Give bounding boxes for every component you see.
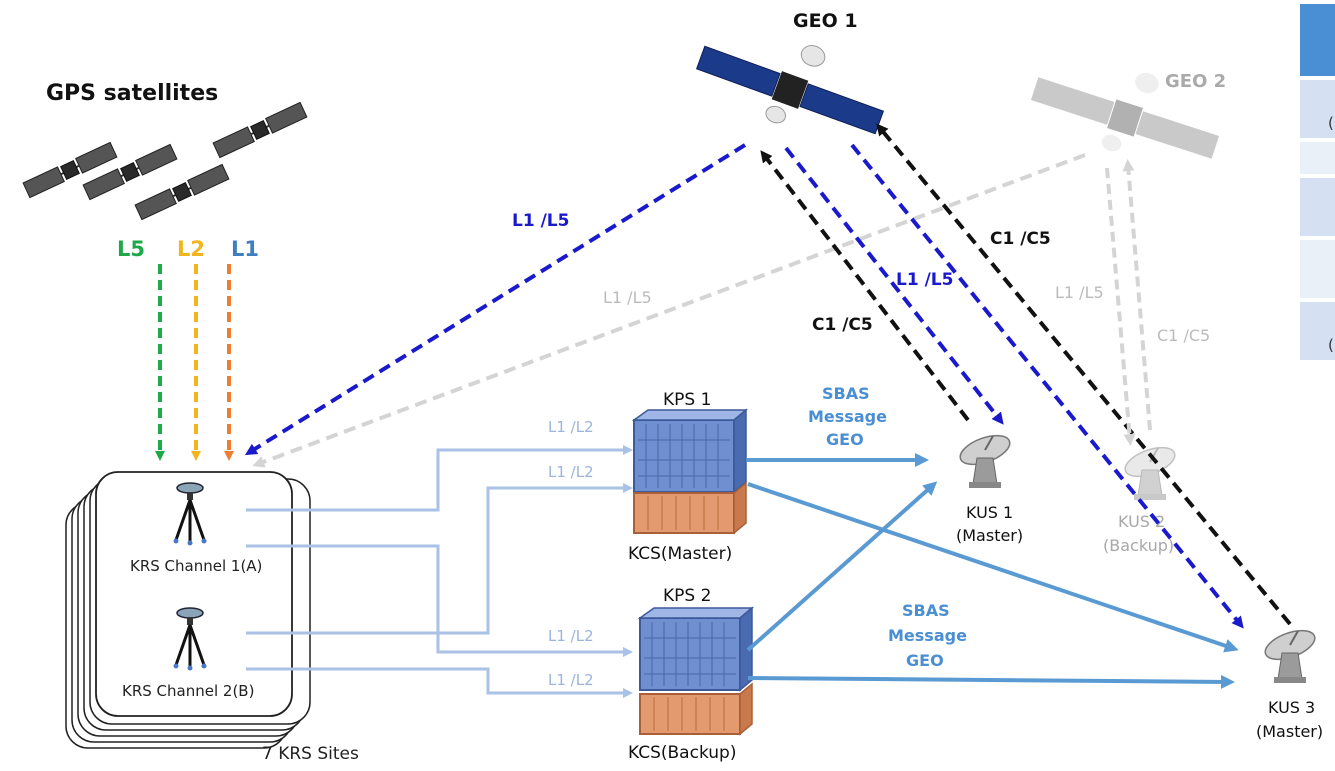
l1l5-label-kus1: L1 /L5 — [896, 270, 953, 290]
kus3-uplink-to-geo1 — [876, 123, 1292, 626]
sbas-message-1-line3: GEO — [826, 430, 864, 449]
l1l2-label: L1 /L2 — [548, 463, 594, 481]
sbas-message-1-line1: SBAS — [822, 384, 870, 403]
c1c5-label-kus1: C1 /C5 — [812, 315, 873, 335]
kps2-server-icon — [639, 607, 753, 691]
kus1-role: (Master) — [956, 526, 1023, 545]
krs-sites-label: 7 KRS Sites — [262, 744, 359, 764]
geo2-l1l5-label: L1 /L5 — [603, 288, 652, 307]
kus1-dish-icon — [955, 428, 1015, 489]
l1l2-label: L1 /L2 — [548, 418, 594, 436]
krs-channel-a-label: KRS Channel 1(A) — [130, 557, 262, 575]
geo2-to-krs-link — [252, 153, 1086, 468]
geo2-c1c5-label: C1 /C5 — [1157, 326, 1210, 345]
geo2-l1l5-kus2-label: L1 /L5 — [1055, 283, 1104, 302]
krs-feed-line — [246, 667, 633, 698]
kus3-name: KUS 3 — [1268, 698, 1315, 717]
band-l5-label: L5 — [117, 237, 145, 261]
kcs-backup-label: KCS(Backup) — [628, 743, 736, 763]
c1c5-label-kus3: C1 /C5 — [990, 229, 1051, 249]
geo1-downlink-to-kus1 — [784, 146, 1004, 425]
gps-satellites-title: GPS satellites — [46, 81, 218, 106]
geo2-downlink-to-kus2 — [1105, 167, 1136, 446]
geo2-satellite-icon — [1030, 72, 1220, 159]
krs-feed-line — [246, 445, 633, 512]
panel-cut-char: ( — [1328, 336, 1334, 354]
gps-satellite-icon — [134, 163, 230, 221]
krs-feed-line — [246, 483, 633, 635]
band-l1-label: L1 — [231, 237, 259, 261]
sbas-message-2-line1: SBAS — [902, 601, 950, 620]
kps1-to-kus3-arrow — [747, 482, 1239, 653]
sbas-message-2-line3: GEO — [906, 651, 944, 670]
l1l2-label: L1 /L2 — [548, 671, 594, 689]
side-panel: ( ( — [1300, 4, 1335, 360]
kps2-label: KPS 2 — [663, 586, 711, 606]
geo1-l1l5-label: L1 /L5 — [512, 211, 569, 231]
gps-satellite-icon — [212, 101, 308, 159]
kus2-uplink-to-geo2 — [1122, 159, 1152, 431]
geo1-label: GEO 1 — [793, 10, 858, 32]
kcs-backup-server-icon — [639, 683, 753, 735]
kps2-to-kus1-arrow — [746, 481, 938, 652]
kps1-label: KPS 1 — [663, 390, 711, 410]
kus3-dish-icon — [1260, 623, 1320, 684]
geo1-to-krs-link — [244, 143, 747, 456]
sbas-message-1-line2: Message — [808, 407, 887, 426]
kus2-role: (Backup) — [1103, 536, 1174, 555]
band-l2-label: L2 — [177, 237, 205, 261]
panel-cut-char: ( — [1328, 114, 1334, 132]
krs-channel-b-label: KRS Channel 2(B) — [122, 682, 254, 700]
kcs-master-label: KCS(Master) — [628, 544, 732, 564]
geo2-label: GEO 2 — [1165, 71, 1226, 92]
sbas-message-2-line2: Message — [888, 626, 967, 645]
geo1-downlink-to-kus3 — [850, 143, 1244, 629]
krs-feed-line — [246, 544, 633, 657]
kps1-server-icon — [633, 409, 747, 493]
kus3-role: (Master) — [1256, 722, 1323, 741]
kus1-name: KUS 1 — [966, 503, 1013, 522]
geo1-satellite-icon — [695, 45, 885, 135]
kps2-to-kus3-arrow — [747, 674, 1235, 689]
l1l2-label: L1 /L2 — [548, 627, 594, 645]
